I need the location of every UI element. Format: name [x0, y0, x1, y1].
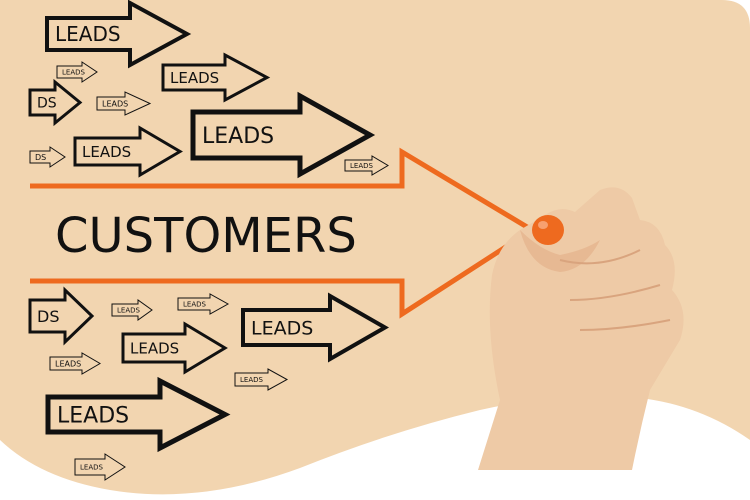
arrow-label: LEADS: [57, 403, 129, 428]
arrow-label: LEADS: [102, 99, 128, 108]
arrow-outline: [56, 61, 98, 83]
arrow-outline: [45, 0, 192, 69]
arrow-outline: [73, 125, 183, 178]
arrow-outline: [45, 376, 231, 453]
arrow-label: DS: [37, 96, 57, 112]
arrow-outline: [28, 78, 83, 127]
arrow-outline: [49, 352, 101, 375]
arrow-label: LEADS: [55, 359, 81, 368]
arrow-outline: [74, 453, 126, 481]
lead-arrows: LEADS LEADS LEADS DS LEADS LEADS LEADS DS LEADS D…: [28, 0, 390, 481]
arrow-label: LEADS: [183, 301, 207, 309]
arrow-outline: [96, 91, 152, 116]
arrow-outline: [344, 155, 389, 176]
arrow-label: LEADS: [240, 376, 264, 384]
arrow-label: LEADS: [130, 339, 179, 357]
arrow-label: LEADS: [62, 69, 86, 77]
arrow-label: DS: [37, 307, 59, 326]
arrow-outline: [29, 146, 66, 168]
arrow-outline: [177, 293, 230, 315]
arrow-outline: [190, 91, 376, 179]
arrow-outline: [234, 368, 289, 391]
arrow-outline: [161, 52, 271, 103]
arrow-label: DS: [35, 153, 46, 162]
arrow-label: LEADS: [80, 464, 104, 472]
customers-text: CUSTOMERS: [55, 208, 357, 264]
arrow-label: LEADS: [350, 162, 374, 170]
arrow-label: LEADS: [55, 22, 121, 46]
arrow-outline: [28, 286, 95, 346]
arrow-outline: [111, 299, 153, 321]
arrow-label: LEADS: [251, 317, 313, 339]
arrow-label: LEADS: [202, 124, 274, 149]
arrow-label: LEADS: [82, 143, 131, 161]
hand: [478, 187, 684, 471]
arrow-outline: [241, 292, 390, 363]
arrow-label: LEADS: [117, 307, 141, 315]
arrow-label: LEADS: [170, 69, 219, 87]
arrow-outline: [121, 321, 228, 375]
